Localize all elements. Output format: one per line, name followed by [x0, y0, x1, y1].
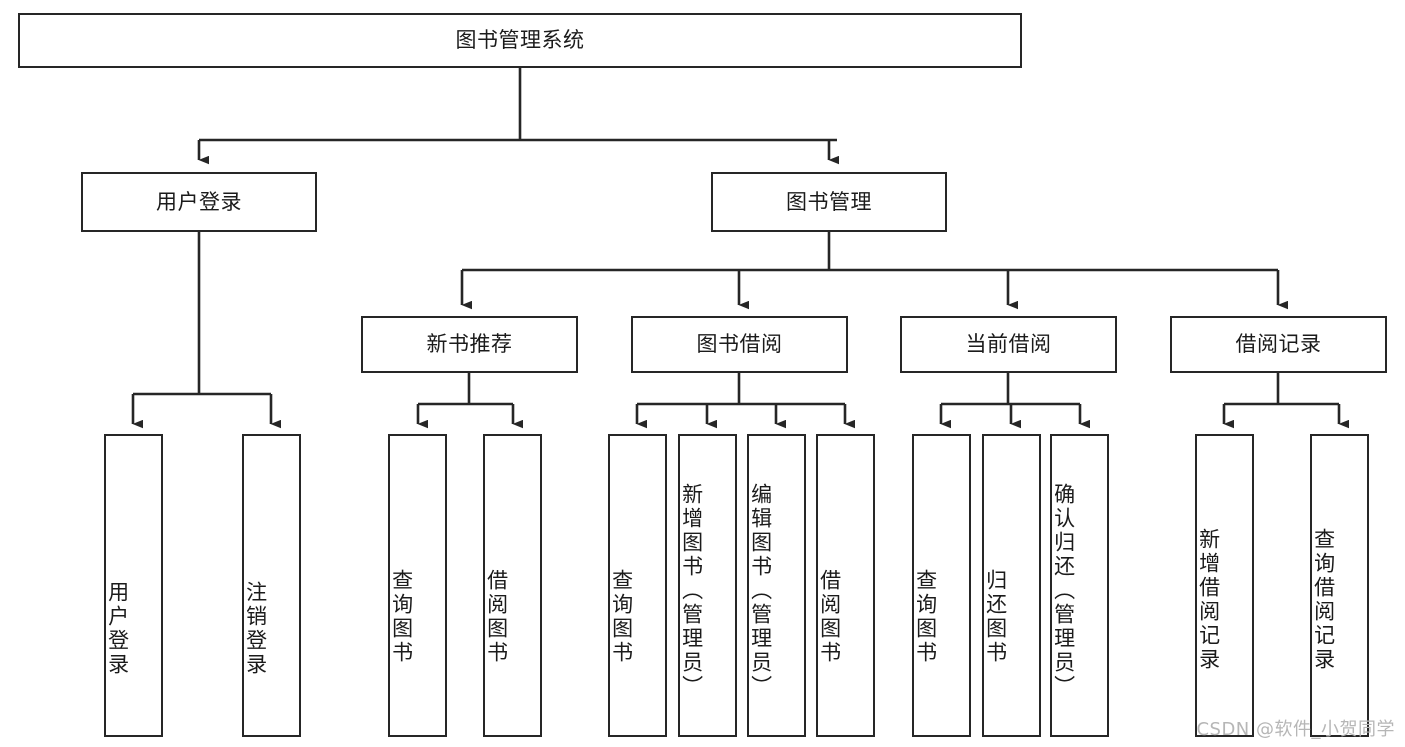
leaf-user-logout[interactable]: 注销登录	[242, 434, 301, 737]
node-current-borrow[interactable]: 当前借阅	[900, 316, 1117, 373]
leaf-current-confirm-return-admin-label: 确认归还（管理员）	[1051, 482, 1076, 699]
leaf-recommend-borrow-book[interactable]: 借阅图书	[483, 434, 542, 737]
leaf-current-query-book[interactable]: 查询图书	[912, 434, 971, 737]
leaf-borrow-edit-book-admin[interactable]: 编辑图书（管理员）	[747, 434, 806, 737]
leaf-record-add-borrow-record-label: 新增借阅记录	[1196, 527, 1221, 672]
node-user-login-label: 用户登录	[156, 189, 242, 214]
leaf-current-return-book-label: 归还图书	[983, 568, 1008, 665]
leaf-borrow-edit-book-admin-label: 编辑图书（管理员）	[748, 482, 773, 699]
node-root-system-label: 图书管理系统	[455, 28, 585, 53]
leaf-record-query-borrow-record[interactable]: 查询借阅记录	[1310, 434, 1369, 737]
node-borrow-record-label: 借阅记录	[1235, 332, 1322, 357]
node-book-borrow-label: 图书借阅	[696, 332, 783, 357]
node-current-borrow-label: 当前借阅	[965, 332, 1052, 357]
node-root-system[interactable]: 图书管理系统	[18, 13, 1022, 68]
node-book-management[interactable]: 图书管理	[711, 172, 947, 232]
leaf-record-add-borrow-record[interactable]: 新增借阅记录	[1195, 434, 1254, 737]
leaf-borrow-borrow-book-label: 借阅图书	[817, 568, 842, 665]
node-user-login[interactable]: 用户登录	[81, 172, 317, 232]
leaf-borrow-borrow-book[interactable]: 借阅图书	[816, 434, 875, 737]
leaf-user-login[interactable]: 用户登录	[104, 434, 163, 737]
leaf-record-query-borrow-record-label: 查询借阅记录	[1311, 527, 1336, 672]
leaf-current-confirm-return-admin[interactable]: 确认归还（管理员）	[1050, 434, 1109, 737]
node-borrow-record[interactable]: 借阅记录	[1170, 316, 1387, 373]
leaf-current-query-book-label: 查询图书	[913, 568, 938, 665]
leaf-user-logout-label: 注销登录	[243, 580, 268, 677]
leaf-recommend-query-book-label: 查询图书	[389, 568, 414, 665]
leaf-borrow-query-book[interactable]: 查询图书	[608, 434, 667, 737]
leaf-borrow-add-book-admin-label: 新增图书（管理员）	[679, 482, 704, 699]
leaf-borrow-add-book-admin[interactable]: 新增图书（管理员）	[678, 434, 737, 737]
node-new-book-recommend-label: 新书推荐	[426, 332, 513, 357]
leaf-user-login-label: 用户登录	[105, 580, 130, 677]
node-book-borrow[interactable]: 图书借阅	[631, 316, 848, 373]
leaf-borrow-query-book-label: 查询图书	[609, 568, 634, 665]
leaf-recommend-borrow-book-label: 借阅图书	[484, 568, 509, 665]
csdn-watermark: CSDN @软件_小贺同学	[1196, 719, 1395, 740]
node-book-management-label: 图书管理	[786, 189, 872, 214]
node-new-book-recommend[interactable]: 新书推荐	[361, 316, 578, 373]
leaf-recommend-query-book[interactable]: 查询图书	[388, 434, 447, 737]
leaf-current-return-book[interactable]: 归还图书	[982, 434, 1041, 737]
